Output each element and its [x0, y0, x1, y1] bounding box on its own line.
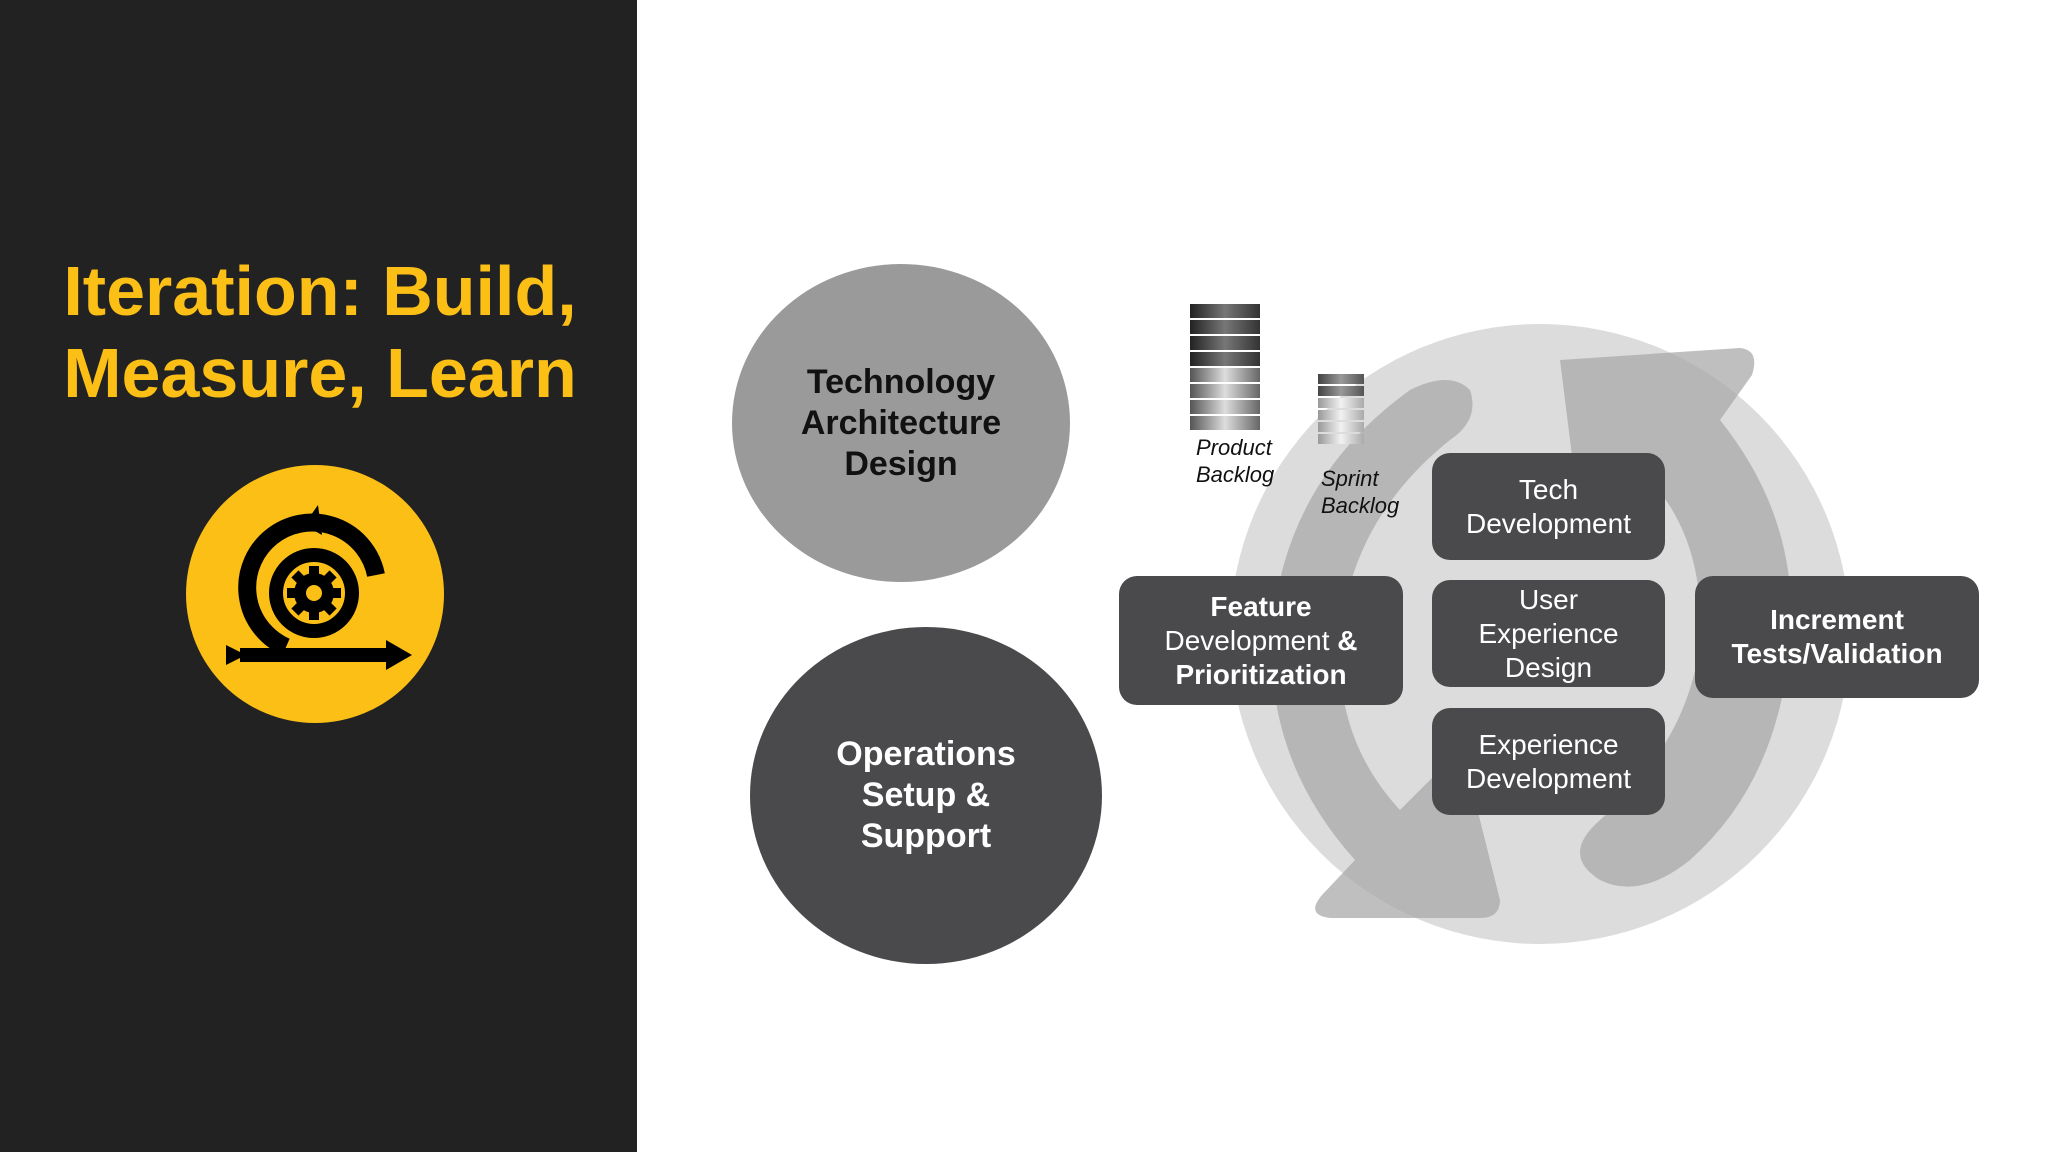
product-backlog-label: Product Backlog: [1196, 434, 1274, 488]
operations-setup-support-circle: Operations Setup & Support: [750, 627, 1102, 964]
slide-title: Iteration: Build, Measure, Learn: [40, 250, 600, 414]
sprint-backlog-line: Sprint: [1321, 466, 1379, 491]
sprint-backlog-line: Backlog: [1321, 493, 1400, 518]
tech-development-line: Tech: [1518, 473, 1579, 505]
experience-development-line: Development: [1466, 762, 1631, 794]
feature-line-1: Feature: [1210, 590, 1312, 622]
product-backlog-stack-icon: [1190, 304, 1260, 430]
slide-title-line-1: Iteration: Build,: [63, 252, 577, 330]
increment-tests-validation-box: Increment Tests/Validation: [1695, 576, 1979, 698]
agile-iteration-gear-icon: [226, 505, 412, 670]
tech-development-box: Tech Development: [1432, 453, 1665, 560]
operations-circle-line: Operations: [836, 735, 1016, 773]
iteration-logo: [186, 465, 444, 723]
feature-line-2: Development &: [1165, 624, 1358, 658]
technology-circle-line: Design: [844, 444, 958, 483]
product-backlog-line: Product: [1196, 435, 1272, 460]
product-backlog-line: Backlog: [1196, 462, 1275, 487]
operations-circle-line: Setup &: [861, 776, 991, 814]
increment-line: Tests/Validation: [1731, 638, 1943, 669]
technology-architecture-design-circle: Technology Architecture Design: [732, 264, 1070, 582]
operations-circle-line: Support: [860, 817, 992, 855]
increment-line: Increment: [1770, 604, 1904, 635]
user-experience-design-box: User Experience Design: [1432, 580, 1665, 687]
slide-title-line-2: Measure, Learn: [63, 334, 577, 412]
sprint-backlog-label: Sprint Backlog: [1321, 465, 1399, 519]
ux-design-line: Experience: [1478, 617, 1619, 649]
technology-circle-line: Technology: [806, 362, 996, 401]
feature-development-prioritization-box: Feature Development & Prioritization: [1119, 576, 1403, 705]
ux-design-line: Design: [1504, 651, 1593, 683]
feature-line-2-ampersand: &: [1337, 624, 1358, 656]
feature-line-2-text: Development: [1164, 624, 1330, 656]
experience-development-box: Experience Development: [1432, 708, 1665, 815]
experience-development-line: Experience: [1478, 728, 1619, 760]
title-panel: Iteration: Build, Measure, Learn: [0, 0, 637, 1152]
technology-circle-line: Architecture: [800, 403, 1002, 442]
feature-line-3: Prioritization: [1175, 658, 1347, 690]
sprint-backlog-stack-icon: [1318, 374, 1364, 444]
tech-development-line: Development: [1466, 507, 1631, 539]
ux-design-line: User: [1518, 583, 1579, 615]
